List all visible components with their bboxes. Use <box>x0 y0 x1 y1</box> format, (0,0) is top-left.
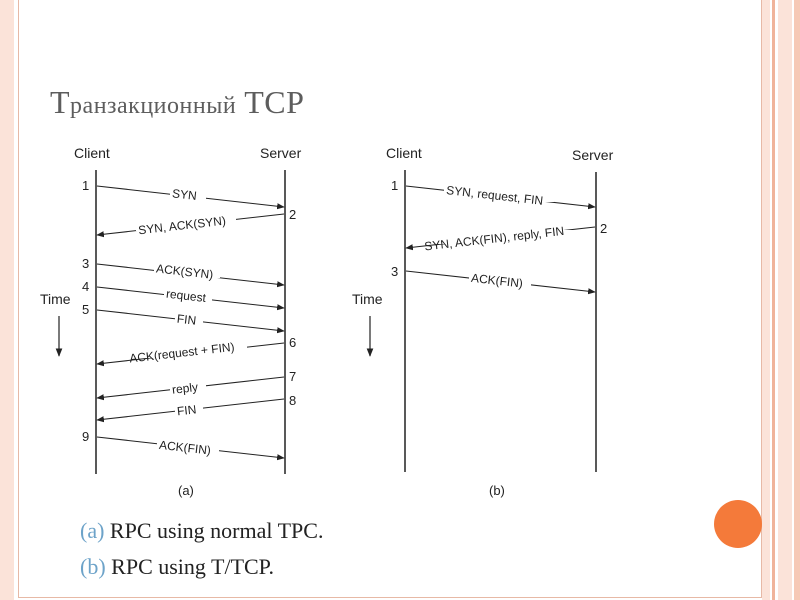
diagram-a-sublabel: (a) <box>178 483 194 498</box>
caption-b-label: (b) <box>80 554 106 579</box>
step-number: 7 <box>289 369 296 384</box>
right-decorative-bars <box>762 0 800 600</box>
diagram-a-server-label: Server <box>260 145 302 161</box>
caption-a-text: RPC using normal TPC. <box>104 518 324 543</box>
message-label: reply <box>171 380 198 397</box>
message-label: ACK(request + FIN) <box>129 340 236 366</box>
caption-b: (b) RPC using T/TCP. <box>80 554 274 580</box>
message-label: SYN, ACK(FIN), reply, FIN <box>424 224 565 254</box>
title-rest: ранзакционный <box>70 93 237 119</box>
message-label: SYN, request, FIN <box>446 183 544 208</box>
step-number: 1 <box>82 178 89 193</box>
step-number: 2 <box>600 221 607 236</box>
left-decorative-bar <box>0 0 14 600</box>
step-number: 9 <box>82 429 89 444</box>
message-label: FIN <box>176 312 197 328</box>
title-tcp: TCP <box>244 84 305 120</box>
diagram-b-client-label: Client <box>386 145 422 161</box>
message-label: request <box>165 287 207 305</box>
diagram-b: Client Server Time 1 2 3 SYN, request, F… <box>352 145 614 498</box>
step-number: 3 <box>82 256 89 271</box>
step-number: 5 <box>82 302 89 317</box>
caption-a-label: (a) <box>80 518 105 543</box>
caption-b-text: RPC using T/TCP. <box>105 554 274 579</box>
message-label: ACK(FIN) <box>470 271 523 291</box>
slide-title: Транзакционный TCP <box>50 84 304 121</box>
slide-border <box>18 0 762 598</box>
message-label: ACK(SYN) <box>155 261 214 281</box>
diagram-a-client-label: Client <box>74 145 110 161</box>
step-number: 1 <box>391 178 398 193</box>
diagram-a: Client Server Time 1 2 3 4 5 6 7 8 9 SYN… <box>40 145 302 498</box>
step-number: 6 <box>289 335 296 350</box>
diagram-b-server-label: Server <box>572 147 614 163</box>
step-number: 3 <box>391 264 398 279</box>
step-number: 8 <box>289 393 296 408</box>
title-first-letter: Т <box>50 84 71 120</box>
caption-a: (a) RPC using normal TPC. <box>80 518 323 544</box>
message-label: SYN <box>171 186 197 203</box>
orange-circle-decoration <box>714 500 762 548</box>
step-number: 2 <box>289 207 296 222</box>
diagram-b-sublabel: (b) <box>489 483 505 498</box>
diagram-a-time-label: Time <box>40 291 71 307</box>
message-label: ACK(FIN) <box>158 438 211 458</box>
message-label: FIN <box>176 402 197 418</box>
diagram-b-time-label: Time <box>352 291 383 307</box>
step-number: 4 <box>82 279 89 294</box>
